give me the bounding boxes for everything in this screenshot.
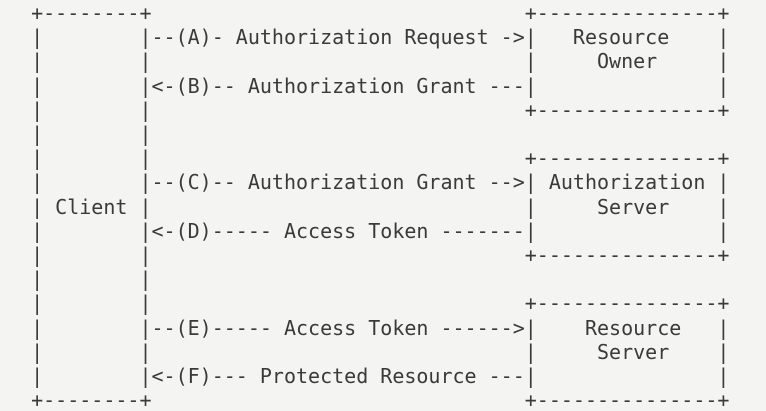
ascii-protocol-diagram: +--------+ +---------------+ | |--(A)- A… — [31, 1, 730, 411]
oauth-abstract-flow-diagram: +--------+ +---------------+ | |--(A)- A… — [31, 1, 730, 411]
